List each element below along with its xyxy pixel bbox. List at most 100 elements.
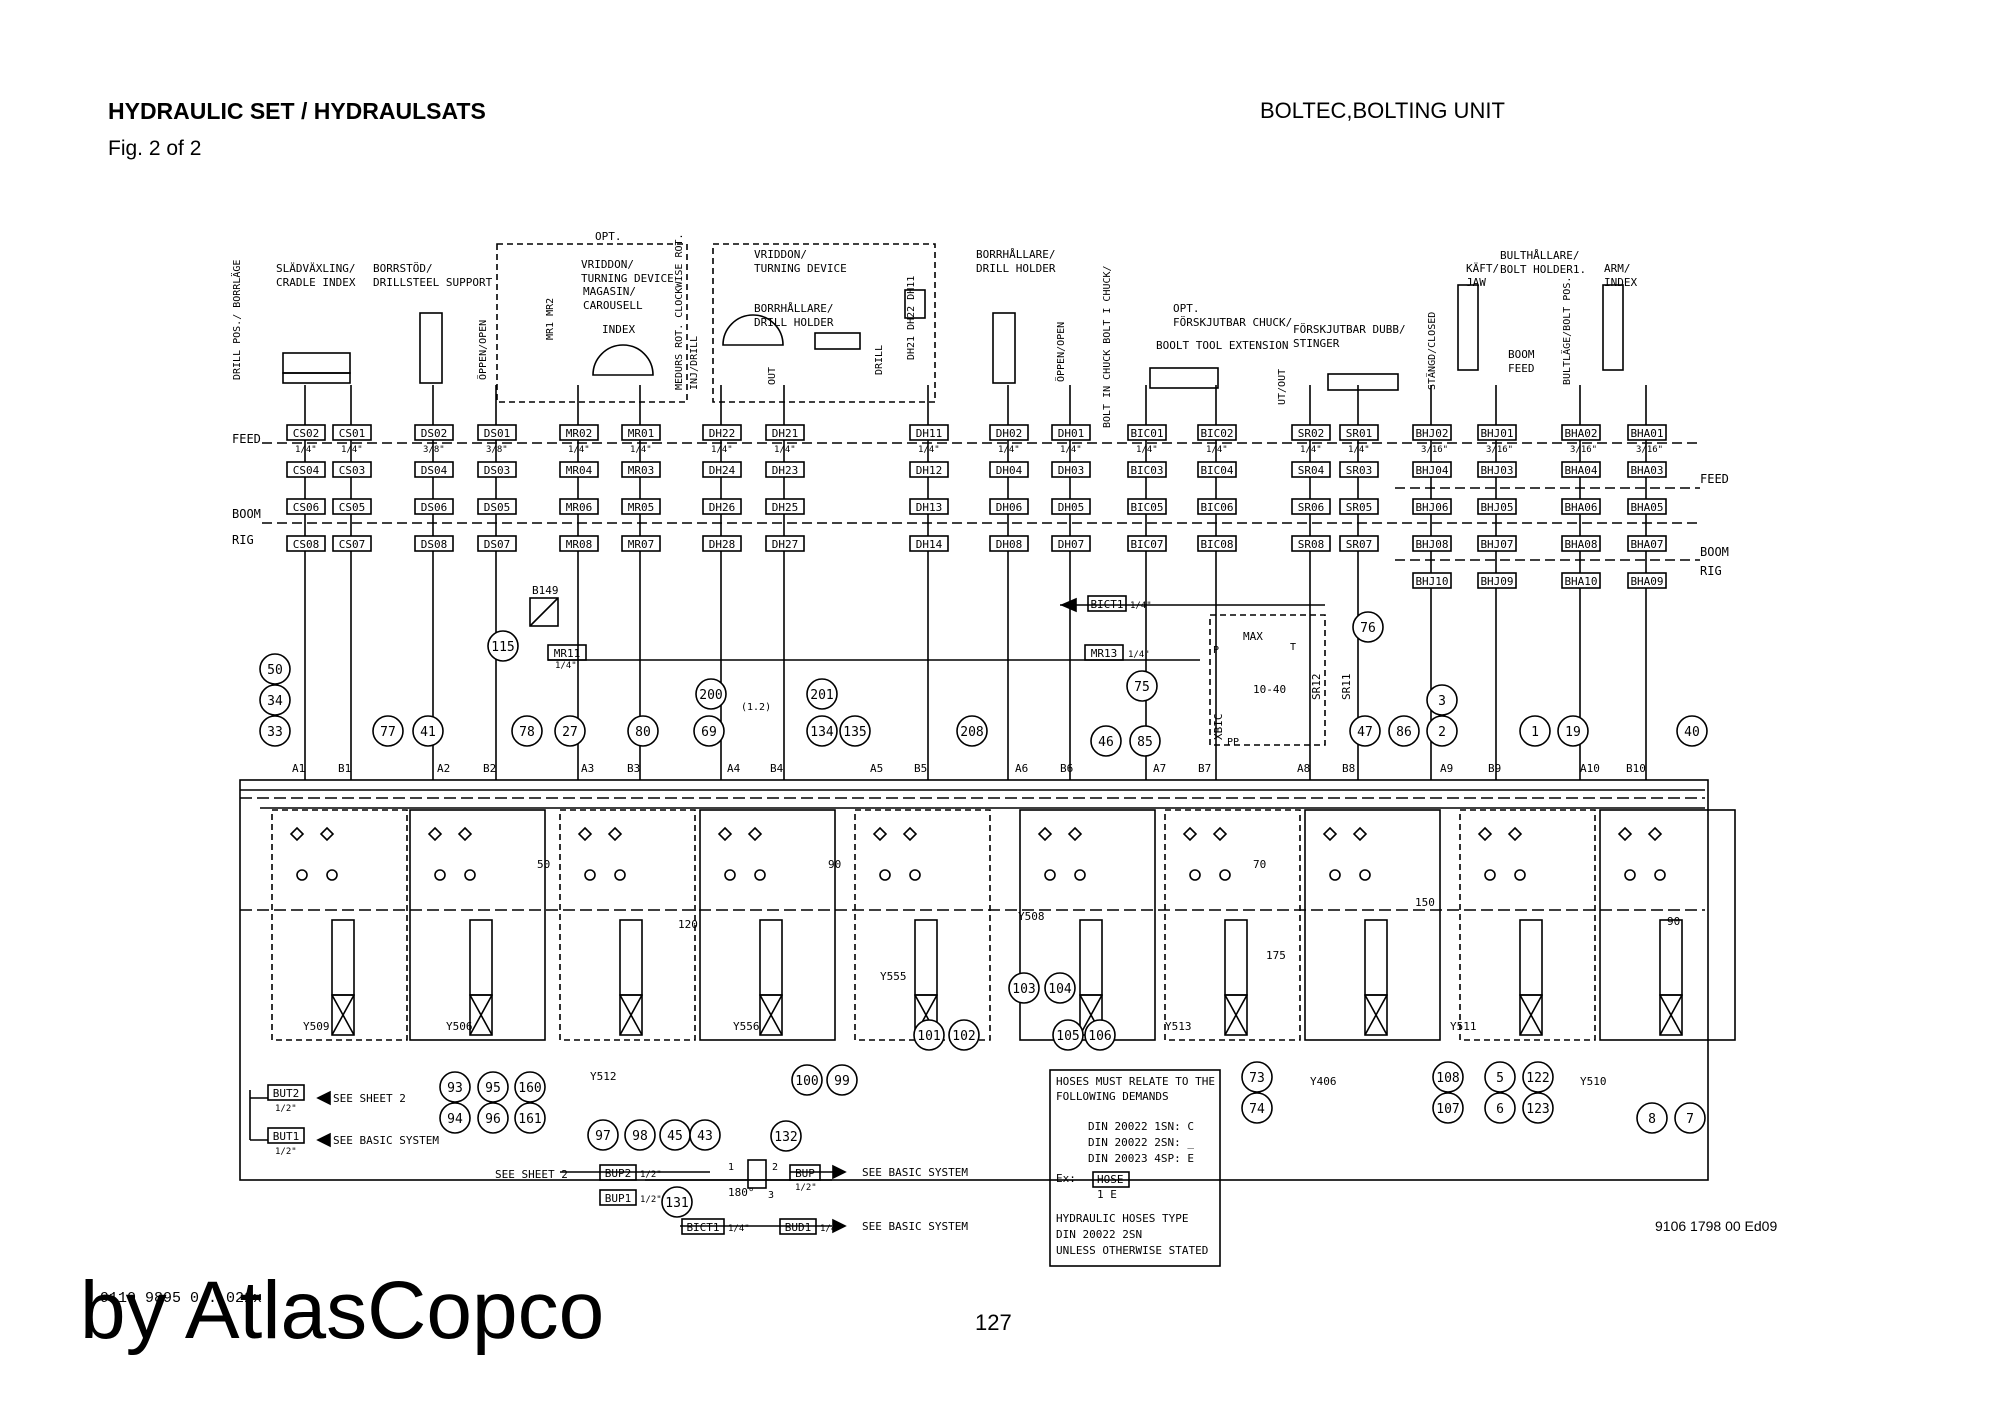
callout-number: 80 [635, 725, 651, 740]
connector-box [1051, 424, 1091, 441]
callout-balloon [1052, 1019, 1084, 1051]
port-label: B7 [1198, 762, 1211, 775]
connector-code: BHJ10 [1415, 575, 1448, 588]
connector-box [1561, 424, 1601, 441]
connector-code: BUP2 [605, 1167, 632, 1180]
callout-balloon [1352, 611, 1384, 643]
port-label: A2 [437, 762, 450, 775]
check-valve-icon [464, 869, 476, 881]
callout-number: 97 [595, 1129, 611, 1144]
connector-code: CS05 [339, 501, 366, 514]
pressure-label: 50 [537, 858, 550, 871]
connector-code: CS08 [293, 538, 320, 551]
shuttle-valve-icon [1477, 826, 1493, 842]
solenoid-mark [1079, 994, 1103, 1036]
function-label: STINGER [1293, 337, 1340, 350]
shuttle-valve-icon [577, 826, 593, 842]
solenoid-mark [1519, 994, 1543, 1036]
callout-number: 98 [632, 1129, 648, 1144]
callout-balloon [627, 715, 659, 747]
valve-label: Y506 [446, 1020, 473, 1033]
hose-note-line: DIN 20022 2SN [1056, 1228, 1142, 1241]
callout-number: 103 [1012, 982, 1035, 997]
callout-number: 135 [843, 725, 866, 740]
function-label: KÄFT/ [1466, 262, 1499, 275]
callout-balloon [1519, 715, 1551, 747]
connector-code: DH14 [916, 538, 943, 551]
callout-balloon [259, 715, 291, 747]
callout-number: 134 [810, 725, 834, 740]
check-valve-icon [584, 869, 596, 881]
function-label: BORRSTÖD/ [373, 262, 433, 275]
connector-box [765, 461, 805, 478]
connector-box [1084, 644, 1124, 661]
callout-balloon [661, 1186, 693, 1218]
connector-box [909, 498, 949, 515]
valve-label: Y511 [1450, 1020, 1477, 1033]
connector-code: BIC02 [1200, 427, 1233, 440]
check-valve-icon [1359, 869, 1371, 881]
vertical-label: DRILL POS./ BORRLÄGE [230, 260, 243, 380]
pressure-label: 70 [1253, 858, 1266, 871]
solenoid [1519, 994, 1543, 1036]
hose-size: 1/4" [1130, 601, 1152, 611]
port-label: A10 [1580, 762, 1600, 775]
connector-box [1087, 595, 1127, 612]
connector-code: DS05 [484, 501, 511, 514]
connector-box [702, 424, 742, 441]
connector-code: CS01 [339, 427, 366, 440]
callout-balloon [487, 630, 519, 662]
connector-box [779, 1218, 817, 1235]
connector-code: BHJ07 [1480, 538, 1513, 551]
solenoid [1364, 994, 1388, 1036]
spool-body [619, 919, 643, 996]
valve-section [1304, 809, 1441, 1041]
check-valve-icon [1514, 869, 1526, 881]
connector-code: XBIC [1212, 714, 1225, 741]
function-label: SLÄDVÄXLING/ [276, 262, 355, 275]
connector-code: DS03 [484, 464, 511, 477]
check-valve-icon [724, 869, 736, 881]
function-label: BOOLT TOOL EXTENSION [1156, 339, 1288, 352]
callout-number: 131 [665, 1196, 688, 1211]
spool-body [1364, 919, 1388, 996]
spool-body [1224, 919, 1248, 996]
connector-code: DH27 [772, 538, 799, 551]
solenoid [331, 994, 355, 1036]
callout-balloon [1432, 1061, 1464, 1093]
valve-section [1019, 809, 1156, 1041]
function-label: FEED [1508, 362, 1535, 375]
callout-balloon [1129, 725, 1161, 757]
shuttle-valve-icon [1212, 826, 1228, 842]
callout-balloon [624, 1119, 656, 1151]
hose-note-line: UNLESS OTHERWISE STATED [1056, 1244, 1208, 1257]
function-label: BOLT HOLDER1. [1500, 263, 1586, 276]
callout-number: 69 [701, 725, 717, 740]
connector-box [1561, 461, 1601, 478]
port-label: B9 [1488, 762, 1501, 775]
solenoid [469, 994, 493, 1036]
connector-code: BHA02 [1564, 427, 1597, 440]
connector-box [1477, 424, 1517, 441]
callout-balloon [1676, 715, 1708, 747]
connector-code: BHA07 [1630, 538, 1663, 551]
port-t-label: T [1290, 642, 1296, 653]
shuttle-valve-icon [717, 826, 733, 842]
callout-number: 33 [267, 725, 283, 740]
connector-box [702, 498, 742, 515]
callout-number: 46 [1098, 735, 1114, 750]
hose-note-line: DIN 20022 2SN: _ [1088, 1136, 1194, 1149]
connector-code: DS06 [421, 501, 448, 514]
check-valve-icon [1329, 869, 1341, 881]
connector-box [477, 498, 517, 515]
hose-size: 3/8" [486, 445, 508, 455]
hose-size: 1/2" [795, 1183, 817, 1193]
connector-code: BIC05 [1130, 501, 1163, 514]
valve-label: Y406 [1310, 1075, 1337, 1088]
function-label: DRILL HOLDER [754, 316, 834, 329]
port-label: B5 [914, 762, 927, 775]
shuttle-valve-icon [872, 826, 888, 842]
callout-balloon [1044, 972, 1076, 1004]
watermark-code: 9110 9895 0...022x [100, 1290, 263, 1307]
connector-box [1127, 535, 1167, 552]
